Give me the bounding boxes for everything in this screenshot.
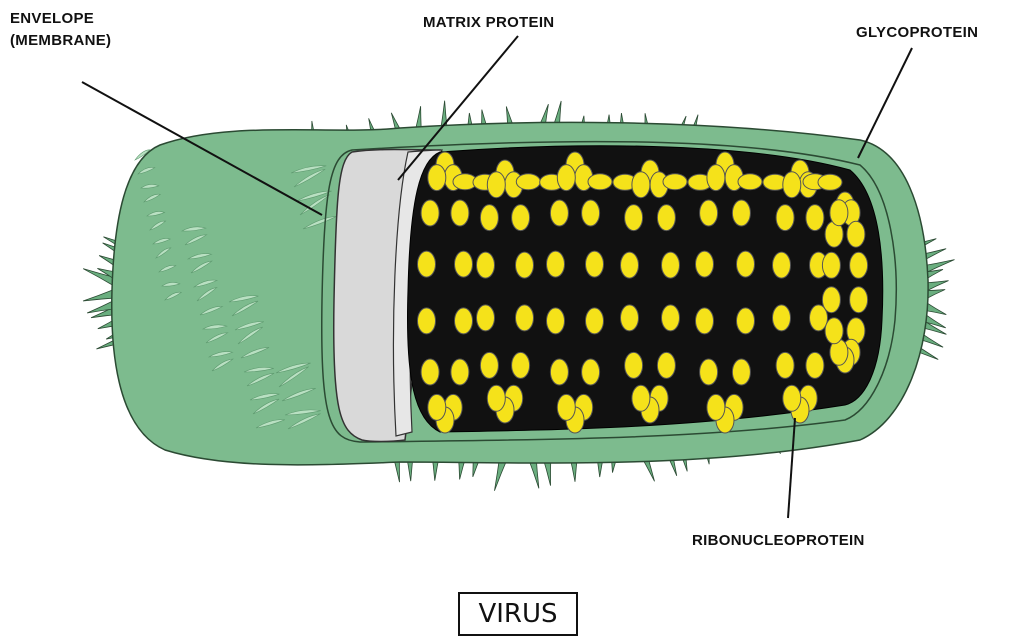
rnp-bead [847,221,865,247]
rnp-bead [512,205,530,231]
glycoprotein-leader-line [858,48,912,158]
rnp-bead [487,385,505,411]
rnp-bead [850,287,868,313]
rnp-bead [632,385,650,411]
rnp-bead [418,308,436,334]
rnp-bead [421,359,439,385]
rnp-bead [707,394,725,420]
rnp-bead [480,205,498,231]
rnp-bead [696,308,714,334]
rnp-bead [547,251,565,277]
envelope-label-line1: ENVELOPE [10,8,111,30]
rnp-bead [806,205,824,231]
rnp-bead [773,305,791,331]
matrix-protein-label: MATRIX PROTEIN [423,12,554,34]
rnp-bead [822,287,840,313]
rnp-bead [477,252,495,278]
rnp-bead [662,305,680,331]
rnp-bead [586,251,604,277]
rnp-bead [455,308,473,334]
rnp-bead [516,174,540,190]
rnp-bead [830,200,848,226]
rnp-bead [455,251,473,277]
rnp-bead [700,200,718,226]
rnp-bead [657,352,675,378]
rnp-bead [738,174,762,190]
glycoprotein-label: GLYCOPROTEIN [856,22,978,44]
rnp-bead [428,394,446,420]
rnp-bead [550,200,568,226]
rnp-bead [732,200,750,226]
rnp-bead [557,394,575,420]
rnp-bead [773,252,791,278]
rnp-bead [825,318,843,344]
rnp-bead [632,172,650,198]
rnp-bead [707,165,725,191]
rnp-bead [516,305,534,331]
rnp-bead [737,251,755,277]
rnp-bead [586,308,604,334]
rnp-bead [783,385,801,411]
rnp-bead [451,359,469,385]
rnp-bead [421,200,439,226]
title-box: VIRUS [458,592,578,636]
rnp-bead [418,251,436,277]
rnp-bead [621,305,639,331]
ribonucleoprotein-label: RIBONUCLEOPROTEIN [692,530,865,552]
rnp-bead [625,205,643,231]
rnp-bead [625,352,643,378]
rnp-bead [776,352,794,378]
rnp-bead [588,174,612,190]
envelope-label-line2: (MEMBRANE) [10,30,111,52]
rnp-bead [557,165,575,191]
rnp-bead [700,359,718,385]
rnp-bead [663,174,687,190]
rnp-bead [451,200,469,226]
rnp-bead [480,352,498,378]
rnp-bead [662,252,680,278]
rnp-bead [732,359,750,385]
rnp-bead [783,172,801,198]
envelope-label: ENVELOPE (MEMBRANE) [10,8,111,52]
rnp-bead [696,251,714,277]
rnp-bead [487,172,505,198]
rnp-bead [621,252,639,278]
rnp-bead [428,165,446,191]
rnp-bead [806,352,824,378]
rnp-bead [850,252,868,278]
rnp-bead [657,205,675,231]
diagram-title: VIRUS [478,599,557,629]
rnp-bead [582,359,600,385]
rnp-bead [516,252,534,278]
rnp-bead [512,352,530,378]
rnp-bead [547,308,565,334]
rnp-bead [818,174,842,190]
rnp-bead [582,200,600,226]
rnp-bead [737,308,755,334]
rnp-bead [550,359,568,385]
rnp-bead [776,205,794,231]
rnp-bead [477,305,495,331]
rnp-bead [822,252,840,278]
